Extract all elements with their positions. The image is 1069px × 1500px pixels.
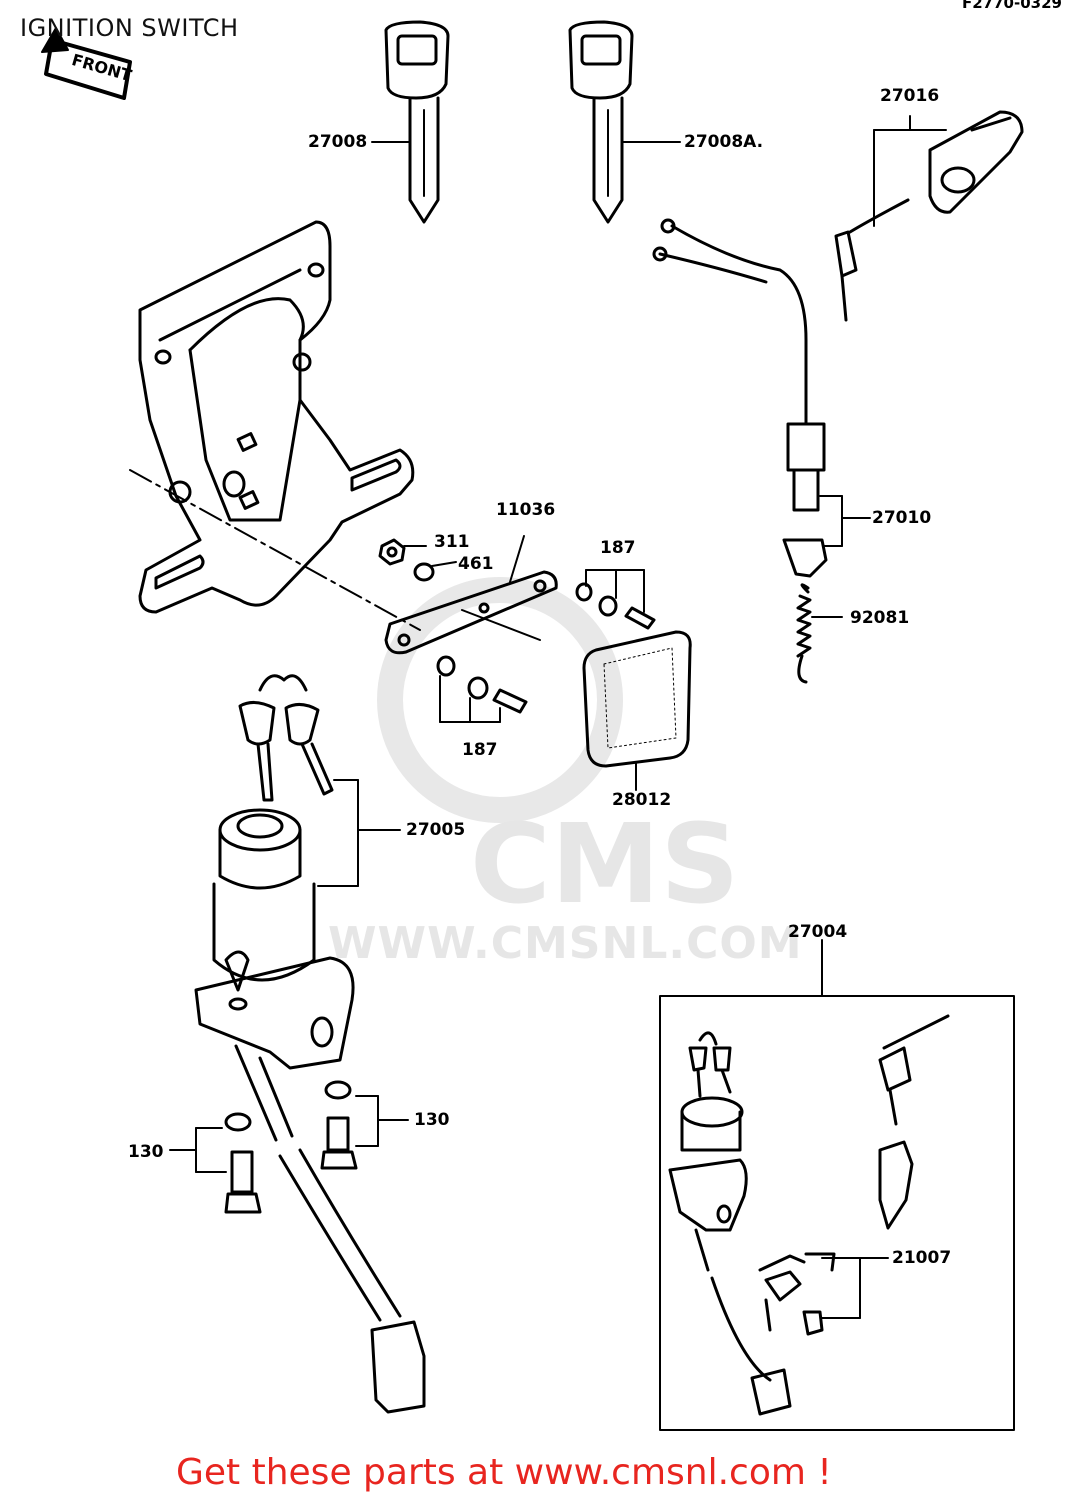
- watermark-logo: [377, 577, 623, 823]
- part-label-27005[interactable]: 27005: [406, 820, 466, 840]
- part-label-27010[interactable]: 27010: [872, 508, 932, 528]
- footer-link[interactable]: Get these parts at www.cmsnl.com !: [176, 1452, 832, 1493]
- part-label-187-bottom[interactable]: 187: [462, 740, 498, 760]
- centerline: [129, 469, 421, 631]
- lock-27016-icon: [834, 110, 1024, 322]
- wire-lead-27010-icon: [652, 218, 871, 578]
- spring-92081-icon: [796, 583, 843, 684]
- reflector-28012-icon: [582, 630, 692, 791]
- bolts-130-left-icon: [169, 1112, 262, 1214]
- part-label-27016[interactable]: 27016: [880, 86, 940, 106]
- mounting-bracket-icon: [138, 220, 415, 614]
- keys-27005-icon: [238, 674, 401, 887]
- part-label-311[interactable]: 311: [434, 532, 470, 552]
- part-label-130-right[interactable]: 130: [414, 1110, 450, 1130]
- part-label-187-top[interactable]: 187: [600, 538, 636, 558]
- kit-contents-icon: [668, 1014, 950, 1416]
- part-label-27004[interactable]: 27004: [788, 922, 848, 942]
- page-title: IGNITION SWITCH: [20, 14, 239, 42]
- kit-27004-box: [659, 939, 1015, 1431]
- part-label-21007[interactable]: 21007: [892, 1248, 952, 1268]
- part-label-461[interactable]: 461: [458, 554, 494, 574]
- part-label-27008a[interactable]: 27008A.: [684, 132, 764, 152]
- bolts-187-bottom-icon: [436, 655, 528, 723]
- ignition-switch-body-icon: [194, 808, 426, 1414]
- bolts-130-right-icon: [320, 1080, 409, 1170]
- part-label-28012[interactable]: 28012: [612, 790, 672, 810]
- watermark-cms: CMS: [470, 800, 740, 928]
- bolts-187-top-icon: [575, 569, 656, 630]
- key-27008a-icon: [568, 20, 681, 224]
- nut-311-icon: [378, 538, 427, 566]
- washer-461-icon: [413, 561, 457, 582]
- part-label-27008[interactable]: 27008: [308, 132, 368, 152]
- part-label-11036[interactable]: 11036: [496, 500, 556, 520]
- part-label-92081[interactable]: 92081: [850, 608, 910, 628]
- watermark-url: WWW.CMSNL.COM: [328, 918, 803, 969]
- figure-code: F2770-0329: [962, 0, 1062, 12]
- key-27008-icon: [371, 20, 450, 224]
- part-label-130-left[interactable]: 130: [128, 1142, 164, 1162]
- plate-11036-icon: [384, 535, 558, 655]
